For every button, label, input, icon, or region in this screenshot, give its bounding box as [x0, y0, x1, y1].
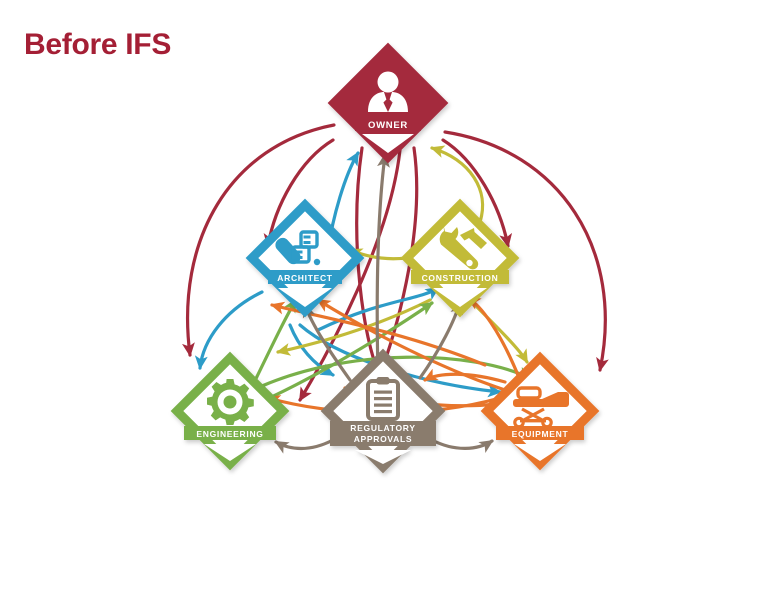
arrow-equipment-to-construction	[466, 296, 522, 382]
equipment-notch	[514, 444, 566, 461]
construction-label: CONSTRUCTION	[422, 273, 499, 283]
arrow-owner-to-regulatory	[355, 146, 380, 372]
regulatory-notch	[355, 450, 411, 464]
engineering-label: ENGINEERING	[196, 429, 263, 439]
gear-icon	[207, 379, 254, 425]
equipment-label-band	[496, 426, 584, 440]
arrow-owner-to-engineering-outer	[182, 123, 336, 357]
wrench-hammer-icon	[439, 225, 487, 270]
arrow-engineering-to-equipment	[260, 355, 532, 388]
architect-label: ARCHITECT	[277, 273, 333, 283]
arrow-equipment-to-regulatory	[423, 368, 507, 384]
engineering-notch	[204, 444, 256, 461]
construction-label-band	[411, 270, 509, 284]
node-regulatory-approvals[interactable]: REGULATORY APPROVALS	[320, 348, 446, 474]
architect-label-band	[268, 270, 342, 284]
arrow-owner-to-equipment-outer	[443, 130, 609, 372]
arrow-regulatory-to-construction	[418, 300, 464, 380]
node-architect[interactable]: ARCHITECT	[245, 198, 365, 318]
owner-label-band	[355, 118, 421, 131]
architect-diamond	[245, 198, 365, 318]
arrow-engineering-to-construction	[263, 301, 434, 402]
equipment-label: EQUIPMENT	[512, 429, 569, 439]
arrow-owner-to-architect-cross	[298, 148, 402, 402]
architect-notch	[278, 288, 332, 307]
clipboard-icon	[366, 377, 400, 421]
page-title: Before IFS	[24, 28, 172, 61]
node-construction[interactable]: CONSTRUCTION	[400, 198, 520, 318]
arrow-regulatory-to-engineering	[274, 438, 335, 454]
node-equipment[interactable]: EQUIPMENT	[480, 351, 600, 471]
arrow-architect-to-regulatory	[288, 323, 335, 377]
arrow-construction-to-engineering	[276, 298, 432, 356]
construction-notch	[433, 288, 487, 307]
arrow-owner-to-engineering	[263, 138, 335, 248]
arrow-regulatory-to-owner	[375, 153, 390, 377]
owner-notch	[362, 134, 414, 153]
regulatory-label-band	[330, 421, 436, 446]
arrow-owner-to-architect-far	[379, 146, 419, 374]
businessperson-icon	[368, 71, 408, 112]
arrow-architect-to-engineering	[194, 290, 264, 370]
lift-equipment-icon	[513, 386, 569, 429]
owner-label: OWNER	[368, 120, 408, 131]
node-engineering[interactable]: ENGINEERING	[170, 351, 290, 471]
arrow-construction-to-owner	[430, 145, 485, 224]
arrow-construction-to-equipment	[468, 298, 529, 364]
arrow-regulatory-to-equipment	[430, 438, 494, 453]
arrow-owner-to-equipment	[441, 138, 513, 248]
arrow-equipment-to-architect	[316, 298, 507, 392]
drafting-tools-icon	[275, 230, 321, 266]
regulatory-label-line2: APPROVALS	[354, 434, 413, 444]
engineering-label-band	[184, 426, 276, 440]
arrow-equipment-to-engineering-2	[270, 301, 487, 367]
regulatory-label-line1: REGULATORY	[350, 423, 415, 433]
node-owner[interactable]: OWNER	[327, 42, 449, 164]
